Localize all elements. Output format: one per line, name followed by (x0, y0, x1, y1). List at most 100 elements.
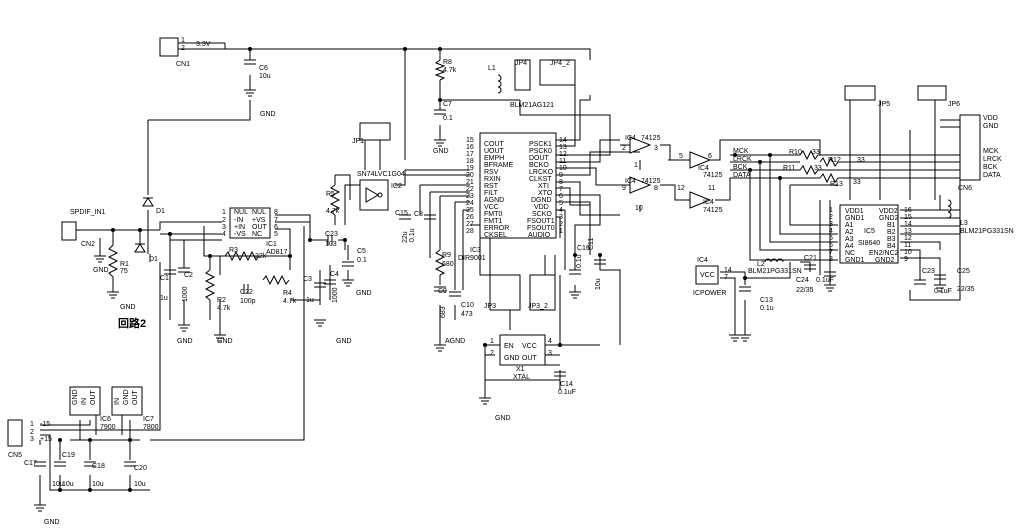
svg-text:22: 22 (466, 186, 474, 193)
svg-text:473: 473 (461, 311, 473, 318)
svg-text:C21: C21 (804, 255, 817, 262)
svg-text:+IN: +IN (234, 224, 245, 231)
svg-text:13: 13 (904, 228, 912, 235)
svg-text:L1: L1 (488, 65, 496, 72)
svg-text:IC5: IC5 (864, 228, 875, 235)
svg-text:0.1u: 0.1u (409, 228, 416, 242)
jumper-jp3-2: JP3_2 (528, 274, 556, 311)
svg-text:16: 16 (466, 144, 474, 151)
svg-text:7: 7 (724, 274, 728, 281)
svg-text:7900: 7900 (100, 424, 116, 431)
svg-text:22u: 22u (402, 231, 409, 243)
svg-text:4: 4 (548, 338, 552, 345)
svg-text:MCK: MCK (733, 148, 749, 155)
svg-text:33: 33 (857, 157, 865, 164)
jumper-jp4: JP4 (514, 59, 531, 91)
svg-text:+VS: +VS (252, 217, 266, 224)
svg-text:C23: C23 (325, 231, 338, 238)
svg-text:FILT: FILT (484, 190, 499, 197)
svg-text:SN74LVC1G04: SN74LVC1G04 (357, 171, 405, 178)
connector-cn2: SPDIF_IN1 CN2 (61, 209, 106, 248)
svg-text:R2: R2 (217, 297, 226, 304)
svg-text:C11: C11 (588, 238, 595, 250)
svg-text:BCK: BCK (983, 164, 998, 171)
svg-text:B4: B4 (887, 243, 896, 250)
svg-text:BLM21PG331SN: BLM21PG331SN (960, 228, 1014, 235)
svg-text:IC4: IC4 (698, 165, 709, 172)
svg-text:3: 3 (30, 436, 34, 443)
ground-symbol: GND (244, 89, 276, 118)
svg-text:R13: R13 (830, 181, 843, 188)
svg-text:IC4: IC4 (697, 257, 708, 264)
svg-text:24: 24 (466, 200, 474, 207)
resistor-r2: R24.7k (204, 269, 231, 312)
svg-text:12: 12 (677, 185, 685, 192)
svg-text:IN: IN (114, 398, 121, 405)
ground-symbol: GND (34, 504, 60, 526)
svg-text:6: 6 (274, 224, 278, 231)
svg-text:15: 15 (466, 137, 474, 144)
svg-text:C18: C18 (92, 463, 105, 470)
svg-text:CN6: CN6 (958, 185, 972, 192)
svg-text:NC: NC (252, 231, 262, 238)
svg-text:GND: GND (72, 389, 79, 405)
svg-text:LRCK: LRCK (983, 156, 1002, 163)
connector-cn1: 1 2 3.3V CN1 (159, 37, 211, 68)
capacitor-c24: C24 22/35 (796, 271, 836, 294)
svg-text:CKSEL: CKSEL (484, 232, 507, 239)
circuit-label: 回路2 (118, 316, 146, 330)
svg-text:12: 12 (904, 235, 912, 242)
svg-text:10u: 10u (62, 481, 74, 488)
svg-text:1u: 1u (306, 297, 314, 304)
svg-text:IC6: IC6 (100, 416, 111, 423)
svg-text:DATA: DATA (733, 172, 751, 179)
svg-text:16: 16 (904, 207, 912, 214)
connector-cn5: 1 2 3 -15 +15 CN5 (7, 419, 52, 459)
svg-text:-15: -15 (40, 421, 50, 428)
svg-text:NC: NC (845, 250, 855, 257)
svg-text:NUL: NUL (252, 209, 266, 216)
svg-text:GND: GND (356, 290, 372, 297)
jumper-jp4-2: JP4_2 (539, 59, 576, 86)
svg-text:74125: 74125 (703, 172, 723, 179)
svg-text:1: 1 (222, 209, 226, 216)
svg-text:L2: L2 (757, 261, 765, 268)
svg-text:1u: 1u (160, 295, 168, 302)
jumper-jp1: JP1 (352, 122, 391, 145)
svg-text:R9: R9 (442, 252, 451, 259)
svg-text:3: 3 (559, 214, 563, 221)
svg-text:C6: C6 (259, 65, 268, 72)
svg-text:RST: RST (484, 183, 499, 190)
svg-text:OUT: OUT (522, 355, 538, 362)
svg-text:SI8640: SI8640 (858, 240, 880, 247)
svg-text:ICPOWER: ICPOWER (693, 290, 726, 297)
svg-text:GND: GND (336, 338, 352, 345)
svg-text:4: 4 (222, 231, 226, 238)
svg-text:3: 3 (222, 224, 226, 231)
svg-text:22/35: 22/35 (796, 287, 814, 294)
svg-text:C24: C24 (796, 277, 809, 284)
svg-text:SPDIF_IN1: SPDIF_IN1 (70, 209, 106, 216)
svg-text:0.1u: 0.1u (576, 254, 583, 268)
svg-text:100p: 100p (240, 298, 256, 305)
svg-text:3: 3 (829, 221, 833, 228)
svg-text:JP5: JP5 (878, 101, 890, 108)
svg-text:C16: C16 (577, 245, 590, 252)
svg-text:DOUT: DOUT (529, 155, 550, 162)
